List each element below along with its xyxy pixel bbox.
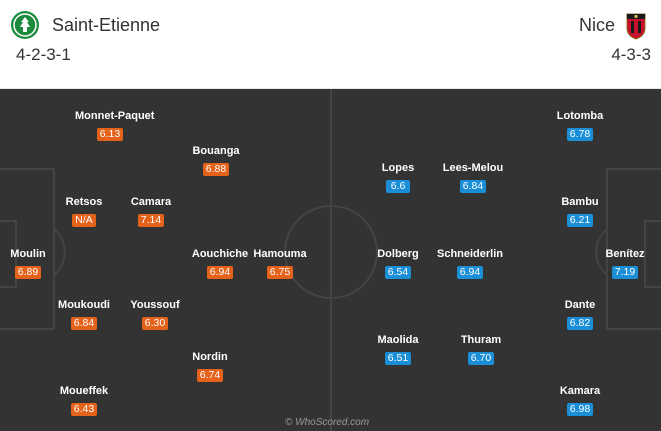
player-lees-melou[interactable]: Lees-Melou 6.84 — [438, 162, 508, 194]
player-name: Moueffek — [59, 385, 109, 397]
player-aouchiche[interactable]: Aouchiche 6.94 — [185, 248, 255, 280]
player-name: Bouanga — [192, 145, 240, 157]
player-name: Nordin — [192, 351, 228, 363]
player-rating: N/A — [72, 214, 96, 227]
player-monnet-paquet[interactable]: Monnet-Paquet 6.13 — [75, 110, 155, 142]
player-maolida[interactable]: Maolida 6.51 — [363, 334, 433, 366]
pitch: Monnet-Paquet 6.13 Bouanga 6.88 Retsos N… — [0, 89, 661, 431]
player-name: Bambu — [561, 196, 599, 208]
player-rating: 6.6 — [386, 180, 410, 193]
away-team-name[interactable]: Nice — [578, 15, 615, 35]
player-name: Dolberg — [377, 248, 419, 260]
player-name: Benítez — [605, 248, 645, 260]
player-rating: 6.94 — [206, 266, 234, 279]
player-moueffek[interactable]: Moueffek 6.43 — [49, 385, 119, 417]
player-rating: 6.13 — [96, 128, 124, 141]
player-name: Hamouma — [253, 248, 307, 260]
player-youssouf[interactable]: Youssouf 6.30 — [120, 299, 190, 331]
player-name: Kamara — [559, 385, 601, 397]
player-rating: 6.84 — [70, 317, 98, 330]
player-lopes[interactable]: Lopes 6.6 — [363, 162, 433, 194]
player-name: Monnet-Paquet — [75, 110, 155, 122]
player-rating: 6.98 — [566, 403, 594, 416]
player-moulin[interactable]: Moulin 6.89 — [0, 248, 63, 280]
match-header: Saint-Etienne 4-2-3-1 Nice 4-3-3 — [0, 0, 661, 89]
player-rating: 6.84 — [459, 180, 487, 193]
player-rating: 6.51 — [384, 352, 412, 365]
player-thuram[interactable]: Thuram 6.70 — [446, 334, 516, 366]
player-rating: 6.94 — [456, 266, 484, 279]
player-moukoudi[interactable]: Moukoudi 6.84 — [49, 299, 119, 331]
player-name: Schneiderlin — [436, 248, 504, 260]
player-rating: 6.82 — [566, 317, 594, 330]
watermark: © WhoScored.com — [285, 417, 370, 428]
player-name: Aouchiche — [191, 248, 249, 260]
away-formation: 4-3-3 — [611, 45, 651, 64]
player-name: Dante — [564, 299, 596, 311]
player-name: Youssouf — [130, 299, 180, 311]
player-dante[interactable]: Dante 6.82 — [545, 299, 615, 331]
player-name: Thuram — [460, 334, 502, 346]
player-schneiderlin[interactable]: Schneiderlin 6.94 — [435, 248, 505, 280]
home-team-name[interactable]: Saint-Etienne — [52, 15, 161, 35]
pitch-markings — [0, 89, 661, 431]
player-benitez[interactable]: Benítez 7.19 — [590, 248, 660, 280]
player-rating: 6.74 — [196, 369, 224, 382]
player-name: Moulin — [10, 248, 46, 260]
player-rating: 7.19 — [611, 266, 639, 279]
player-bouanga[interactable]: Bouanga 6.88 — [181, 145, 251, 177]
player-name: Lopes — [381, 162, 415, 174]
player-nordin[interactable]: Nordin 6.74 — [175, 351, 245, 383]
player-rating: 6.54 — [384, 266, 412, 279]
player-rating: 6.21 — [566, 214, 594, 227]
player-name: Maolida — [377, 334, 419, 346]
player-name: Moukoudi — [58, 299, 110, 311]
player-rating: 6.88 — [202, 163, 230, 176]
player-rating: 7.14 — [137, 214, 165, 227]
player-rating: 6.78 — [566, 128, 594, 141]
player-name: Retsos — [65, 196, 103, 208]
player-rating: 6.89 — [14, 266, 42, 279]
nice-crest-icon[interactable] — [621, 10, 651, 40]
home-formation: 4-2-3-1 — [16, 45, 71, 64]
player-rating: 6.75 — [266, 266, 294, 279]
saint-etienne-crest-icon[interactable] — [10, 10, 40, 40]
player-rating: 6.70 — [467, 352, 495, 365]
player-retsos[interactable]: Retsos N/A — [49, 196, 119, 228]
player-name: Lotomba — [556, 110, 604, 122]
player-kamara[interactable]: Kamara 6.98 — [545, 385, 615, 417]
player-rating: 6.43 — [70, 403, 98, 416]
player-bambu[interactable]: Bambu 6.21 — [545, 196, 615, 228]
player-name: Camara — [130, 196, 172, 208]
player-camara[interactable]: Camara 7.14 — [116, 196, 186, 228]
player-hamouma[interactable]: Hamouma 6.75 — [245, 248, 315, 280]
player-rating: 6.30 — [141, 317, 169, 330]
player-name: Lees-Melou — [442, 162, 504, 174]
player-dolberg[interactable]: Dolberg 6.54 — [363, 248, 433, 280]
player-lotomba[interactable]: Lotomba 6.78 — [545, 110, 615, 142]
